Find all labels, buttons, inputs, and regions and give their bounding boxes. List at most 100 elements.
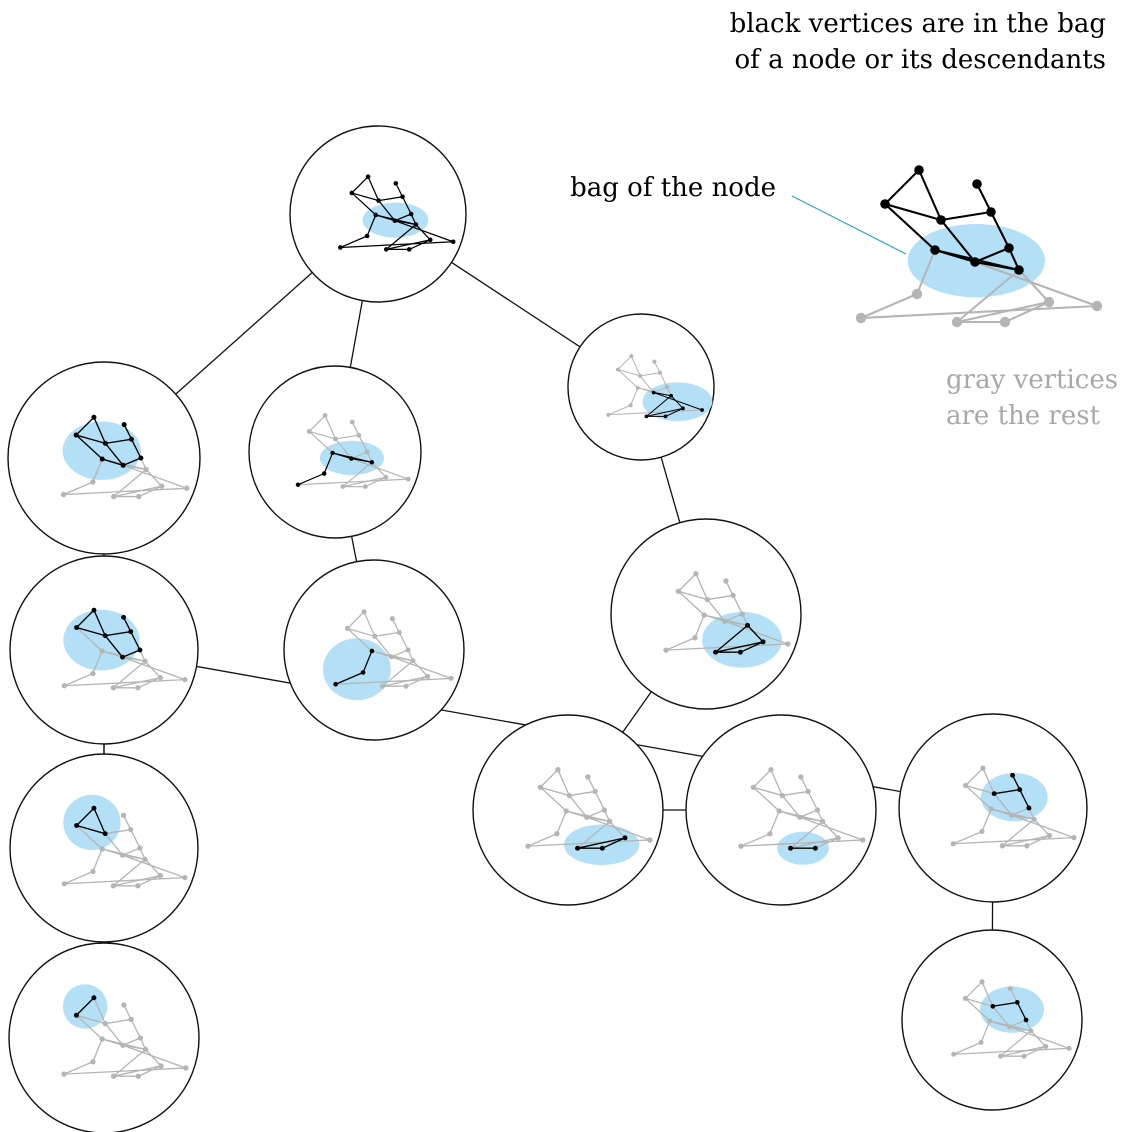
black-vertex — [349, 190, 355, 196]
graph-edge — [955, 300, 1051, 324]
gray-vertex — [364, 449, 370, 455]
graph-edge — [992, 1005, 1011, 1028]
black-vertex — [427, 237, 433, 243]
graph-edge — [740, 839, 864, 847]
graph-edge — [75, 626, 106, 637]
gray-vertices-label-line1: gray vertices — [946, 365, 1118, 395]
graph-edge — [973, 260, 1021, 272]
black-vertex — [812, 845, 818, 851]
gray-vertex — [1021, 1053, 1027, 1059]
gray-vertex — [102, 1020, 108, 1027]
graph-edge — [75, 416, 95, 436]
graph-edge — [121, 854, 186, 879]
gray-vertex — [860, 837, 866, 843]
graph-edge — [92, 848, 103, 873]
black-vertex — [91, 995, 97, 1001]
gray-vertex — [1024, 843, 1030, 849]
gray-vertex — [1043, 1043, 1049, 1049]
gray-vertex — [797, 814, 803, 820]
graph-edge — [75, 997, 95, 1016]
graph-edge — [1019, 788, 1030, 809]
graph-edge — [401, 196, 412, 215]
gray-vertex — [410, 658, 416, 664]
tree-node-n8 — [9, 555, 199, 745]
tree-node-n3 — [472, 714, 664, 906]
tree-node-n0 — [289, 125, 467, 303]
gray-vertex — [555, 767, 561, 773]
graph-edge — [75, 609, 95, 629]
graph-edge — [75, 824, 106, 835]
gray-vertex — [110, 883, 117, 889]
black-vertex — [681, 406, 685, 411]
black-vertex — [930, 245, 940, 255]
black-vertex — [737, 649, 743, 655]
gray-vertex — [988, 806, 994, 812]
tree-node-circle — [567, 313, 715, 461]
tree-node-n11 — [898, 713, 1088, 903]
black-vertex — [360, 670, 366, 675]
gray-vertex — [814, 807, 821, 813]
tree-node-n6 — [283, 559, 465, 741]
gray-vertex — [779, 792, 785, 799]
graph-edge — [385, 239, 431, 251]
gray-vertex — [61, 881, 67, 887]
gray-vertex — [1071, 834, 1077, 841]
gray-vertex — [606, 412, 611, 417]
gray-vertex — [750, 784, 757, 790]
gray-vertex — [638, 373, 643, 378]
graph-edge — [1010, 814, 1075, 839]
graph-edge — [342, 461, 373, 488]
graph-edge — [398, 631, 409, 651]
gray-vertex — [615, 367, 620, 372]
tree-node-n9 — [9, 753, 199, 943]
graph-edge — [121, 649, 141, 658]
gray-vertex — [61, 683, 67, 689]
graph-edge — [122, 814, 132, 831]
graph-edge — [350, 457, 373, 463]
graph-edge — [297, 478, 409, 486]
black-vertex — [1023, 1017, 1029, 1023]
graph-edge — [112, 676, 162, 689]
gray-vertex — [701, 612, 707, 618]
graph-edge — [883, 202, 937, 252]
gray-vertex — [1006, 1024, 1012, 1030]
gray-vertex — [99, 648, 105, 654]
graph-edge — [964, 784, 992, 810]
graph-edge — [993, 788, 1021, 795]
bag-leader-line — [791, 195, 907, 255]
graph-edge — [694, 614, 705, 639]
gray-vertex — [628, 403, 633, 408]
tree-node-n12 — [901, 929, 1083, 1111]
graph-edge — [104, 438, 133, 445]
gray-vertex — [90, 479, 96, 485]
black-vertex — [1004, 243, 1014, 253]
graph-edge — [93, 807, 106, 835]
graph-edge — [645, 407, 684, 417]
graph-edge — [568, 790, 596, 797]
black-vertex — [376, 198, 381, 203]
graph-edge — [381, 675, 429, 687]
black-vertex — [1014, 265, 1024, 275]
graph-edge — [137, 874, 162, 887]
black-vertex — [91, 607, 97, 613]
graph-edge — [342, 476, 387, 488]
gray-vertex — [798, 774, 804, 780]
gray-vertex — [344, 625, 350, 632]
gray-vertex — [372, 633, 378, 639]
graph-edge — [112, 858, 146, 887]
black-vertex — [599, 845, 605, 851]
gray-vertex — [184, 485, 190, 491]
graph-edge — [112, 1048, 147, 1077]
gray-vertex — [128, 826, 134, 833]
black-vertex — [120, 462, 126, 468]
black-vertex — [406, 247, 412, 252]
graph-edge — [594, 790, 606, 811]
gray-vertex — [979, 828, 985, 835]
gray-vertex — [722, 618, 728, 624]
gray-vertex — [951, 1051, 957, 1057]
graph-edge — [1016, 1001, 1027, 1021]
black-vertex — [914, 165, 924, 175]
gray-vertex — [99, 1036, 105, 1042]
gray-vertex — [537, 784, 544, 790]
black-vertex — [128, 436, 134, 442]
